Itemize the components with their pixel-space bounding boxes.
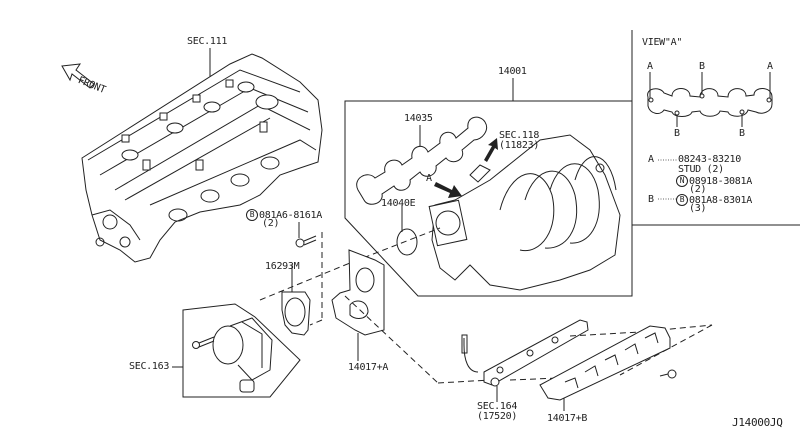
part-label-sec118[interactable]: SEC.118 [499,130,540,141]
b-badge-icon: B [246,209,258,221]
part-label-14017a[interactable]: 14017+A [348,362,389,373]
view-a-marker-b2: B [674,128,680,139]
part-label-sec111[interactable]: SEC.111 [187,36,228,47]
fuel-rail-drawing [461,319,589,387]
manifold-gasket-drawing [356,116,488,205]
drawing-id: J14000JQ [732,416,783,429]
legend-desc-a: STUD (2) [678,164,724,175]
bracket-a-drawing [331,249,385,361]
part-label-14040e[interactable]: 14040E [381,198,416,209]
part-qty-bolt: (2) [262,218,280,229]
view-a-arrow-icon [434,182,462,198]
part-sub-sec164: (17520) [477,411,518,422]
part-label-sec164[interactable]: SEC.164 [477,401,518,412]
legend-key-b: B [648,194,654,205]
part-label-14035[interactable]: 14035 [404,113,433,124]
view-a-gasket-drawing [647,72,773,127]
front-arrow-icon [61,63,95,89]
part-label-sec163[interactable]: SEC.163 [129,361,170,372]
n-badge-icon: N [676,175,688,187]
legend-qty-n: (2) [689,184,707,195]
cylinder-head-drawing [81,48,323,263]
view-a-title: VIEW"A" [642,37,683,48]
legend-part-a[interactable]: 08243-83210 [678,154,741,165]
view-a-marker-a1: A [647,61,653,72]
cover-b-drawing [539,325,671,401]
bolt-drawing [295,235,317,248]
view-a-marker: A [426,173,432,184]
intake-manifold-drawing [428,134,621,291]
cover-bolt-drawing [659,369,677,379]
part-label-14001[interactable]: 14001 [498,66,527,77]
part-label-14017b[interactable]: 14017+B [547,413,588,424]
b-badge-icon: B [676,194,688,206]
part-label-16293m[interactable]: 16293M [265,261,300,272]
o-ring-drawing [396,228,418,256]
legend-qty-b: (3) [689,203,707,214]
pcv-arrow-icon [484,138,498,162]
view-a-marker-b1: B [699,61,705,72]
view-a-marker-b3: B [739,128,745,139]
legend-key-a: A [648,154,654,165]
part-sub-sec118: (11823) [499,140,540,151]
throttle-gasket-drawing [281,291,311,336]
view-a-marker-a2: A [767,61,773,72]
throttle-body-drawing [192,317,273,393]
